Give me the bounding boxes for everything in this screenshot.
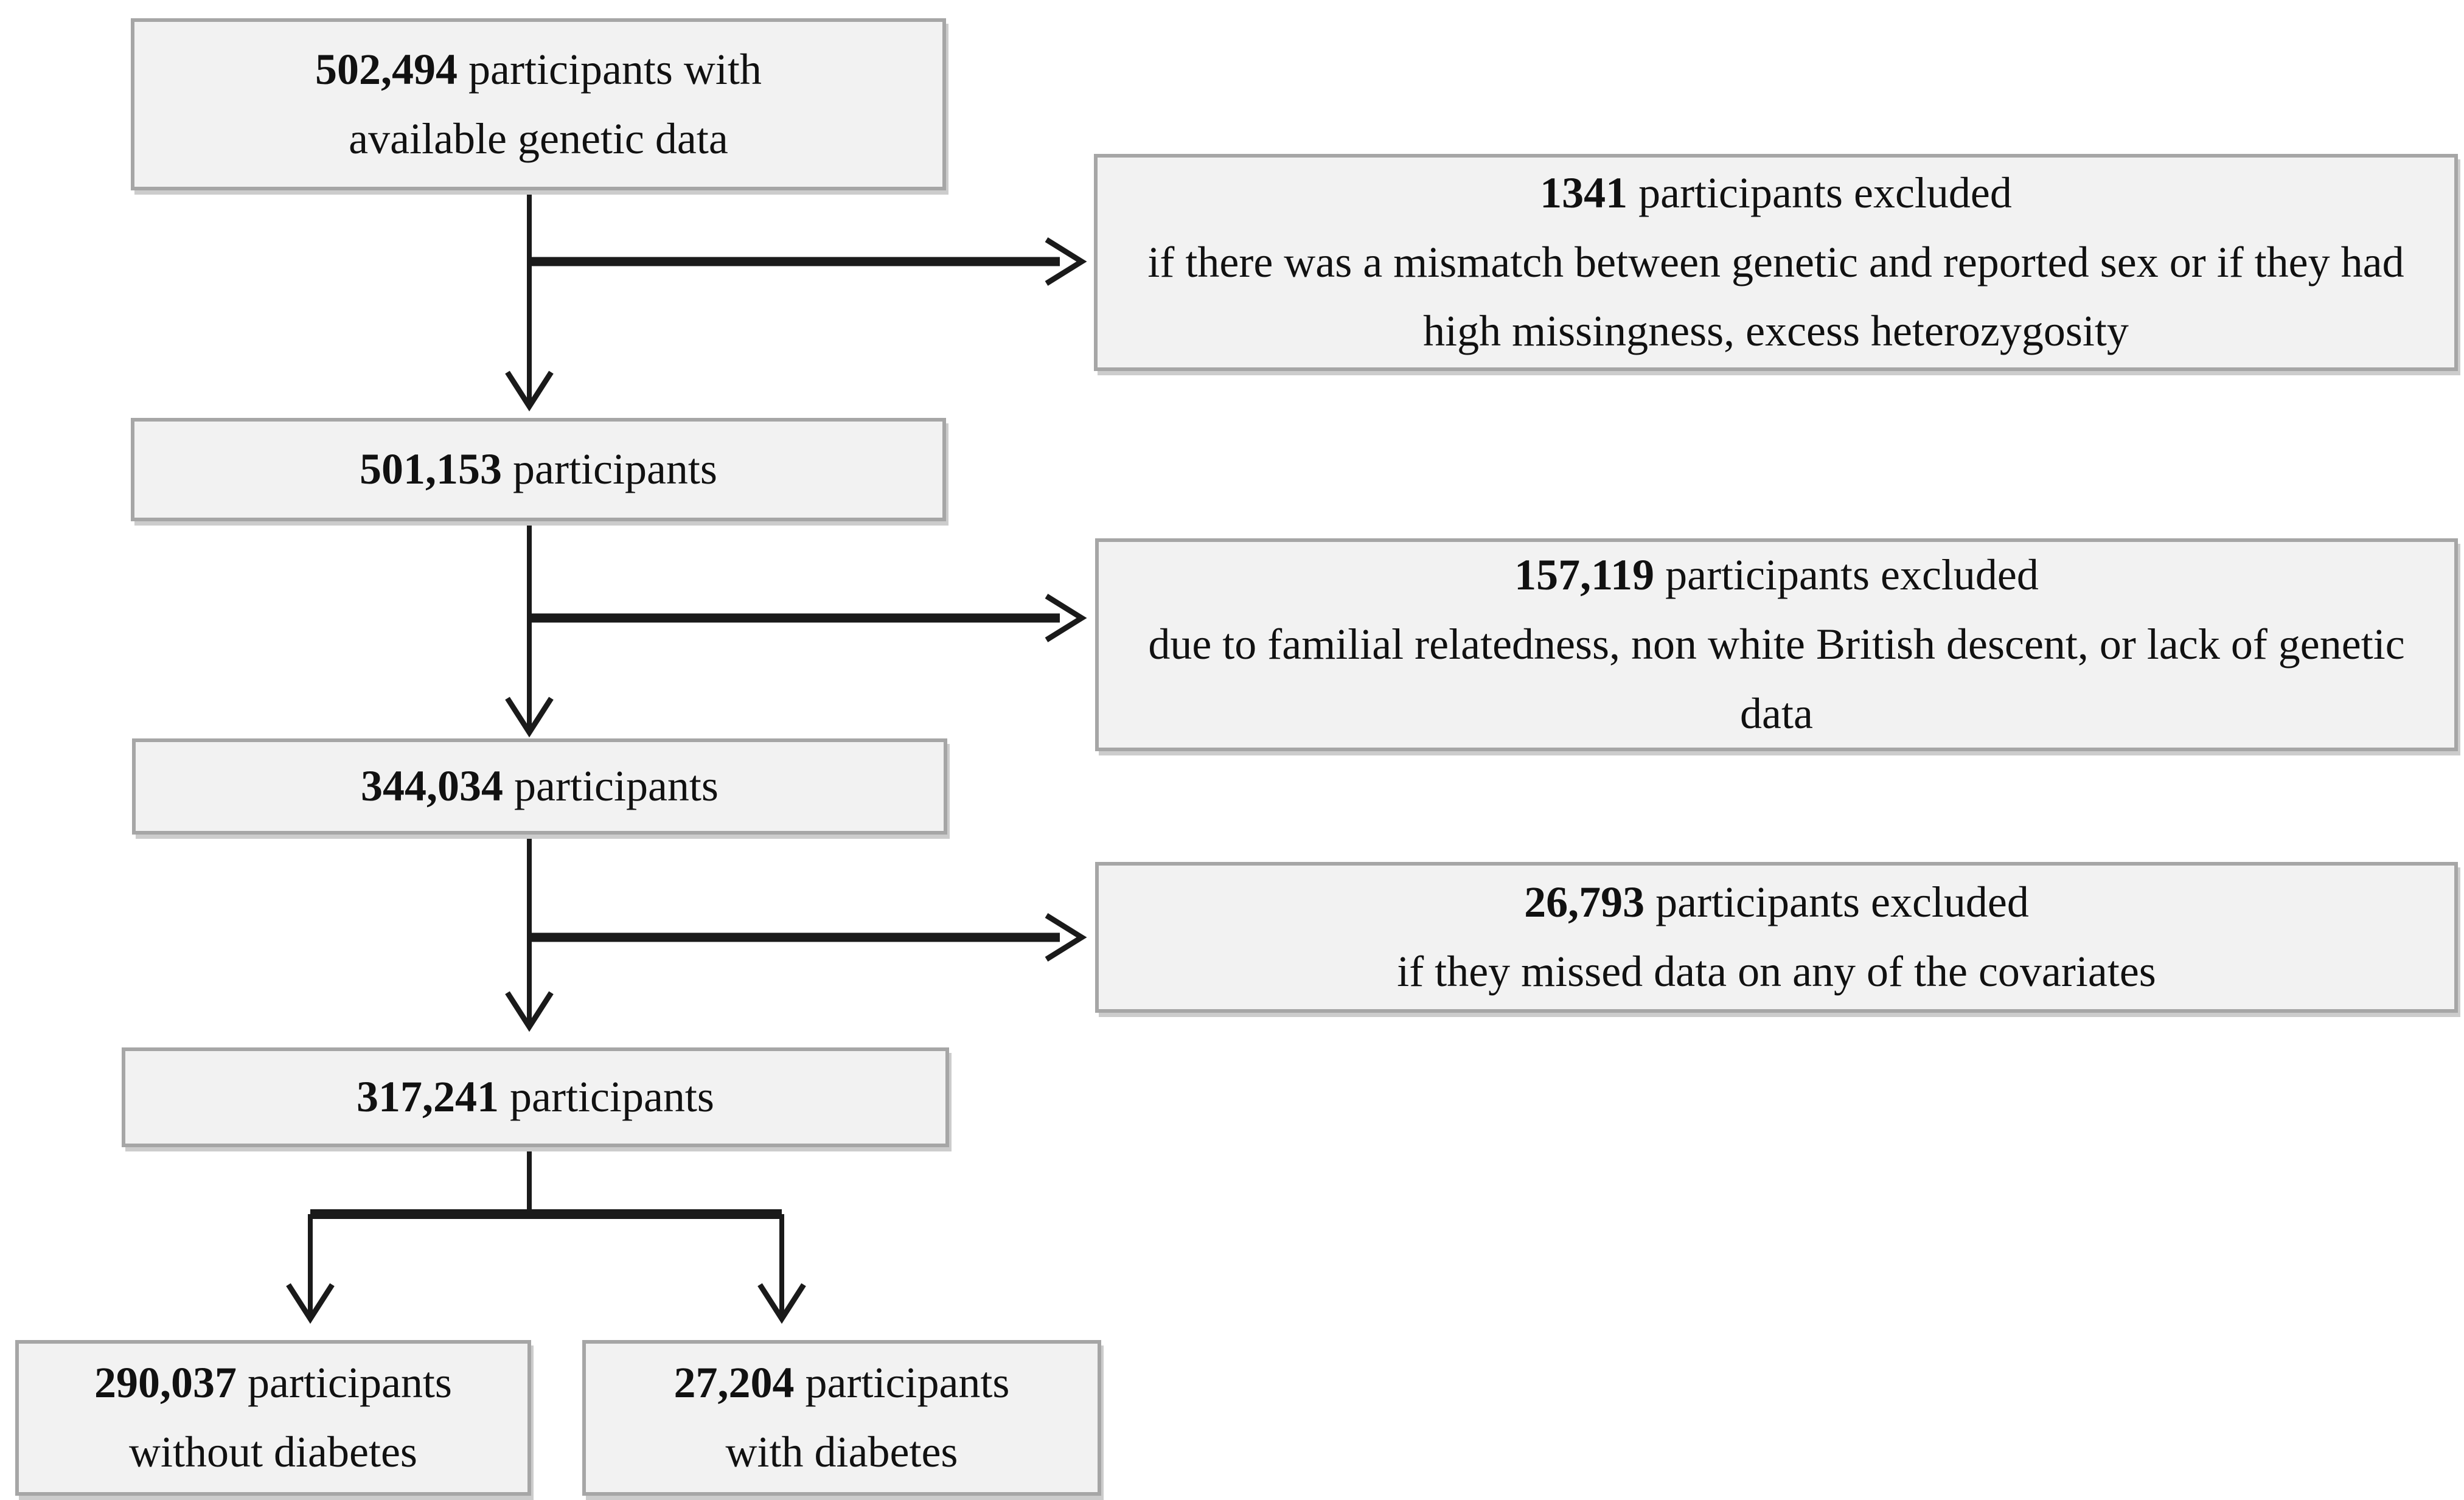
node-label-line2: available genetic data <box>349 114 728 163</box>
participant-count: 502,494 <box>315 44 458 94</box>
excluded-count: 26,793 <box>1524 878 1645 927</box>
arrowhead-down-3 <box>505 991 554 1032</box>
arrowhead-down-2 <box>505 696 554 738</box>
exclusion-reason: if there was a mismatch between genetic … <box>1147 237 2415 356</box>
exclusion-sex-mismatch-missingness-heterozygosity: 1341 participants excluded if there was … <box>1094 154 2458 371</box>
arrowhead-right-3 <box>1045 913 1087 962</box>
arrowhead-down-1 <box>505 370 554 412</box>
arrowhead-down-right <box>757 1283 806 1324</box>
node-participants-without-diabetes: 290,037 participants without diabetes <box>15 1340 531 1496</box>
node-participants-with-diabetes: 27,204 participants with diabetes <box>582 1340 1101 1496</box>
exclusion-relatedness-ancestry-missing-genetics: 157,119 participants excluded due to fam… <box>1095 538 2458 751</box>
arrowhead-down-left <box>286 1283 335 1324</box>
participant-count: 317,241 <box>357 1072 499 1122</box>
arrowhead-right-1 <box>1045 237 1087 286</box>
participant-count: 501,153 <box>360 445 503 494</box>
excluded-count: 157,119 <box>1514 550 1655 600</box>
exclusion-reason: due to familial relatedness, non white B… <box>1148 620 2416 738</box>
node-label-line2: with diabetes <box>725 1428 958 1476</box>
participant-count: 27,204 <box>673 1358 795 1408</box>
exclusion-reason: if they missed data on any of the covari… <box>1397 947 2156 996</box>
excluded-count: 1341 <box>1540 168 1628 217</box>
node-participants-after-qc: 501,153 participants <box>131 418 946 521</box>
participant-count: 290,037 <box>94 1358 237 1408</box>
arrowhead-right-2 <box>1045 594 1087 642</box>
node-participants-final-cohort: 317,241 participants <box>122 1047 949 1147</box>
exclusion-missing-covariates: 26,793 participants excluded if they mis… <box>1095 862 2458 1013</box>
node-label-line2: without diabetes <box>129 1428 417 1476</box>
node-participants-with-genetic-data: 502,494 participants with available gene… <box>131 18 946 190</box>
participant-count: 344,034 <box>361 762 504 811</box>
node-participants-after-relatedness-filter: 344,034 participants <box>132 738 947 835</box>
